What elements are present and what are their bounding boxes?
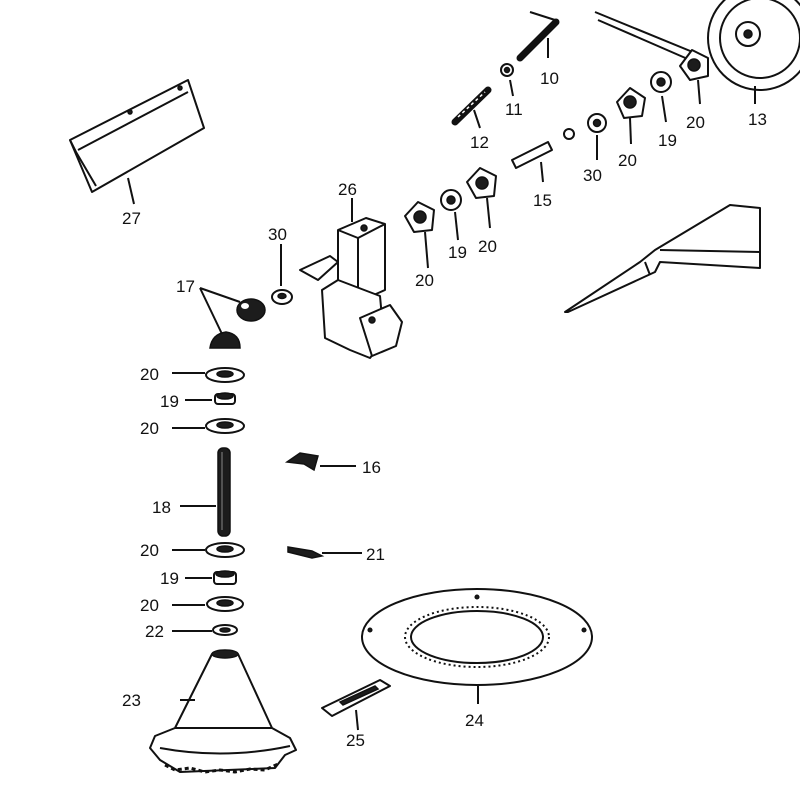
rod-15	[511, 128, 575, 169]
flange-20-stack-4	[206, 596, 244, 612]
clip-21	[287, 546, 325, 559]
callout-20-g: 20	[140, 541, 159, 560]
callout-13: 13	[748, 110, 767, 129]
leader-lines	[127, 38, 756, 731]
flange-20-top-1	[616, 87, 646, 119]
callout-21: 21	[366, 545, 385, 564]
arm-bracket	[564, 204, 761, 313]
clip-16	[284, 452, 319, 472]
callout-20-h: 20	[140, 596, 159, 615]
nut-11	[500, 63, 514, 77]
cone-23	[149, 649, 297, 774]
flange-20-stack-1	[205, 367, 245, 383]
bushing-19-stack-2	[213, 570, 237, 585]
callout-10: 10	[540, 69, 559, 88]
knob-17-b	[209, 331, 241, 349]
flange-20-top-2	[679, 49, 709, 81]
callout-20-c: 20	[478, 237, 497, 256]
callout-26: 26	[338, 180, 357, 199]
callout-labels: 10 11 12 13 15 16 17 18 19 19 19 19 20 2…	[122, 69, 767, 750]
callout-20-e: 20	[140, 365, 159, 384]
callout-19-d: 19	[160, 569, 179, 588]
callout-19-a: 19	[658, 131, 677, 150]
callout-27: 27	[122, 209, 141, 228]
callout-20-f: 20	[140, 419, 159, 438]
callout-11: 11	[505, 100, 523, 119]
callout-20-a: 20	[686, 113, 705, 132]
callout-20-d: 20	[415, 271, 434, 290]
callout-12: 12	[470, 133, 489, 152]
flange-20-stack-3	[205, 542, 245, 558]
link-25	[321, 679, 391, 717]
flange-20-mid-2	[466, 167, 497, 199]
nut-30-top	[587, 113, 607, 133]
callout-30-b: 30	[268, 225, 287, 244]
disc-24	[361, 588, 593, 686]
callout-22: 22	[145, 622, 164, 641]
bushing-19-stack-1	[214, 392, 236, 405]
callout-19-c: 19	[160, 392, 179, 411]
callout-15: 15	[533, 191, 552, 210]
plate-27	[69, 79, 205, 193]
callout-18: 18	[152, 498, 171, 517]
washer-22	[212, 624, 238, 636]
knob-17-a	[236, 298, 266, 322]
callout-24: 24	[465, 711, 484, 730]
wheel-13	[707, 0, 800, 91]
callout-19-b: 19	[448, 243, 467, 262]
flange-20-stack-2	[205, 418, 245, 434]
pin-10	[516, 18, 560, 62]
bushing-19-top	[650, 71, 672, 93]
callout-30-a: 30	[583, 166, 602, 185]
callout-25: 25	[346, 731, 365, 750]
flange-20-mid-1	[404, 201, 435, 233]
callout-17: 17	[176, 277, 195, 296]
bracket-26	[299, 217, 403, 359]
shaft-18	[217, 447, 231, 537]
callout-16: 16	[362, 458, 381, 477]
nut-30-left	[271, 289, 293, 305]
rod-12	[451, 86, 492, 126]
bushing-19-mid	[440, 189, 462, 211]
callout-20-b: 20	[618, 151, 637, 170]
callout-23: 23	[122, 691, 141, 710]
